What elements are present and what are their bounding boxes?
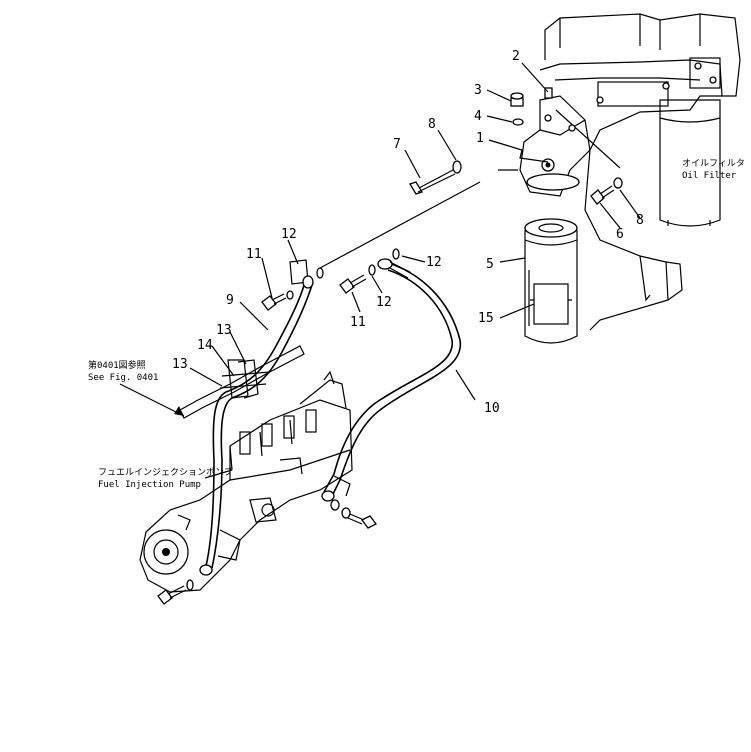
bolt-2 xyxy=(544,87,553,99)
callout-numbers: 2 3 4 1 8 7 8 6 5 15 12 12 11 12 11 9 13… xyxy=(172,49,644,416)
hose-10 xyxy=(321,258,462,502)
callout-13-lower: 13 xyxy=(172,357,188,372)
bolt-11-left xyxy=(261,293,287,311)
oil-filter-label-jp: オイルフィルタ xyxy=(682,158,745,169)
see-fig-label-en: See Fig. 0401 xyxy=(88,373,158,383)
plug xyxy=(510,92,524,107)
callout-11-left: 11 xyxy=(246,247,262,262)
washer-8-upper xyxy=(452,160,462,174)
callout-15: 15 xyxy=(478,311,494,326)
oil-filter: オイルフィルタ Oil Filter xyxy=(659,99,745,227)
see-fig-arrow: 第0401図参照 See Fig. 0401 xyxy=(88,359,185,417)
bolt-bottom-left xyxy=(157,579,194,605)
pump-label-en: Fuel Injection Pump xyxy=(98,480,201,490)
filter-head-bracket xyxy=(519,95,621,197)
engine-block-housing xyxy=(539,13,741,331)
leader-lines xyxy=(189,62,641,401)
callout-7: 7 xyxy=(393,137,401,152)
washer-12-right xyxy=(392,248,400,260)
callout-11-right: 11 xyxy=(350,315,366,330)
clamp-assembly xyxy=(179,345,305,419)
pump-label-jp: フュエルインジェクションポンプ xyxy=(98,467,233,478)
fuel-filter-cartridge xyxy=(524,218,578,344)
callout-1: 1 xyxy=(476,131,484,146)
callout-8-right: 8 xyxy=(636,213,644,228)
callout-6: 6 xyxy=(616,227,624,242)
bolt-7 xyxy=(409,169,456,195)
callout-2: 2 xyxy=(512,49,520,64)
fuel-injection-pump: フュエルインジェクションポンプ Fuel Injection Pump xyxy=(98,370,353,593)
callout-5: 5 xyxy=(486,257,494,272)
callout-14: 14 xyxy=(197,338,213,353)
callout-3: 3 xyxy=(474,83,482,98)
see-fig-label-jp: 第0401図参照 xyxy=(88,359,146,371)
bolt-11-right xyxy=(339,274,367,294)
callout-13-upper: 13 xyxy=(216,323,232,338)
callout-9: 9 xyxy=(226,293,234,308)
callout-10: 10 xyxy=(484,401,500,416)
washer-12-upper xyxy=(316,267,324,279)
pipe-9 xyxy=(199,275,314,576)
bolt-6 xyxy=(590,185,615,205)
callout-12-right: 12 xyxy=(426,255,442,270)
washer-12-mid xyxy=(368,264,376,276)
callout-12-left: 12 xyxy=(281,227,297,242)
washer-8-right xyxy=(613,177,623,189)
oil-filter-label-en: Oil Filter xyxy=(682,171,737,181)
callout-12-mid: 12 xyxy=(376,295,392,310)
washer xyxy=(512,118,524,126)
bolt-bottom-right xyxy=(330,499,377,529)
callout-4: 4 xyxy=(474,109,482,124)
washer-12-left xyxy=(286,290,294,300)
callout-8-upper: 8 xyxy=(428,117,436,132)
